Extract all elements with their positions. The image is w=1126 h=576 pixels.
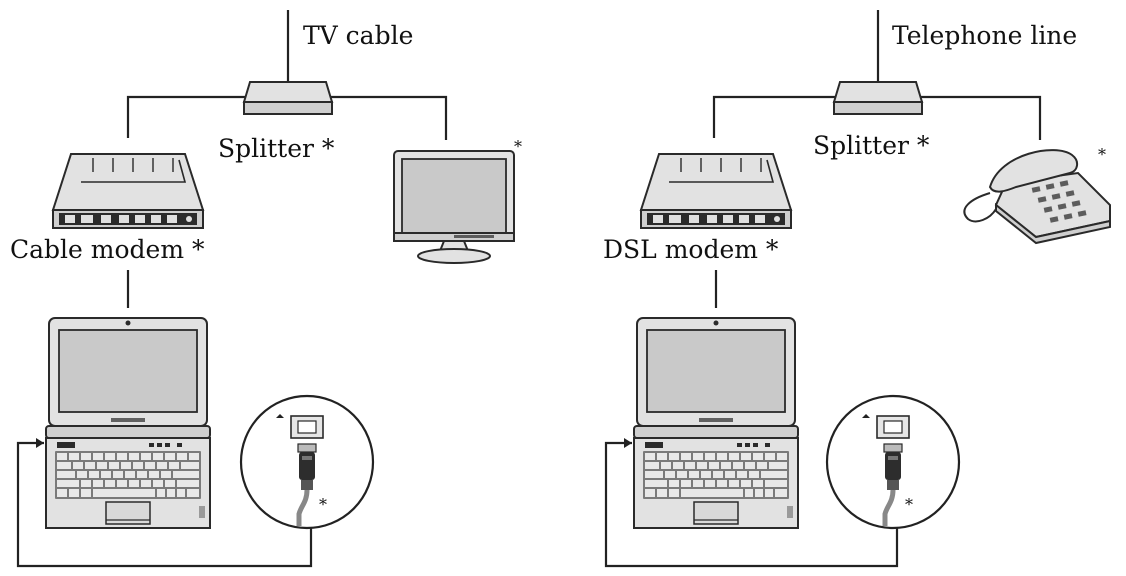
tv-asterisk: * — [514, 137, 522, 156]
splitter-label: Splitter * — [218, 134, 335, 163]
telephone-icon — [963, 149, 1111, 245]
dsl-modem-label: DSL modem * — [603, 235, 779, 264]
laptop-lan-cable-dsl — [604, 441, 899, 568]
cable-asterisk: * — [905, 495, 913, 514]
splitter-to-dsl-modem-wire — [712, 95, 836, 138]
tv-monitor-icon — [393, 150, 515, 264]
splitter-to-tv-wire — [329, 95, 448, 140]
lan-arrow-icon — [36, 438, 44, 448]
splitter-icon — [243, 81, 333, 115]
cable-diagram: TV cable Splitter * Cable modem * * * — [10, 10, 522, 568]
laptop-icon — [45, 317, 211, 529]
laptop-icon — [633, 317, 799, 529]
lan-connector-callout — [241, 396, 373, 528]
tv-cable-label: TV cable — [303, 21, 413, 50]
lan-connector-callout — [827, 396, 959, 528]
phone-asterisk: * — [1098, 145, 1106, 164]
splitter-to-modem-wire — [126, 95, 247, 138]
splitter-to-phone-wire — [920, 95, 1042, 140]
laptop-lan-cable — [16, 441, 313, 568]
splitter-label: Splitter * — [813, 131, 930, 160]
cable-modem-label: Cable modem * — [10, 235, 205, 264]
dsl-diagram: Telephone line Splitter * DSL modem * * … — [603, 10, 1111, 568]
telephone-line-label: Telephone line — [892, 21, 1077, 50]
cable-modem-icon — [52, 153, 204, 229]
cable-asterisk: * — [319, 495, 327, 514]
dsl-modem-icon — [640, 153, 792, 229]
lan-arrow-icon — [624, 438, 632, 448]
splitter-icon — [833, 81, 923, 115]
